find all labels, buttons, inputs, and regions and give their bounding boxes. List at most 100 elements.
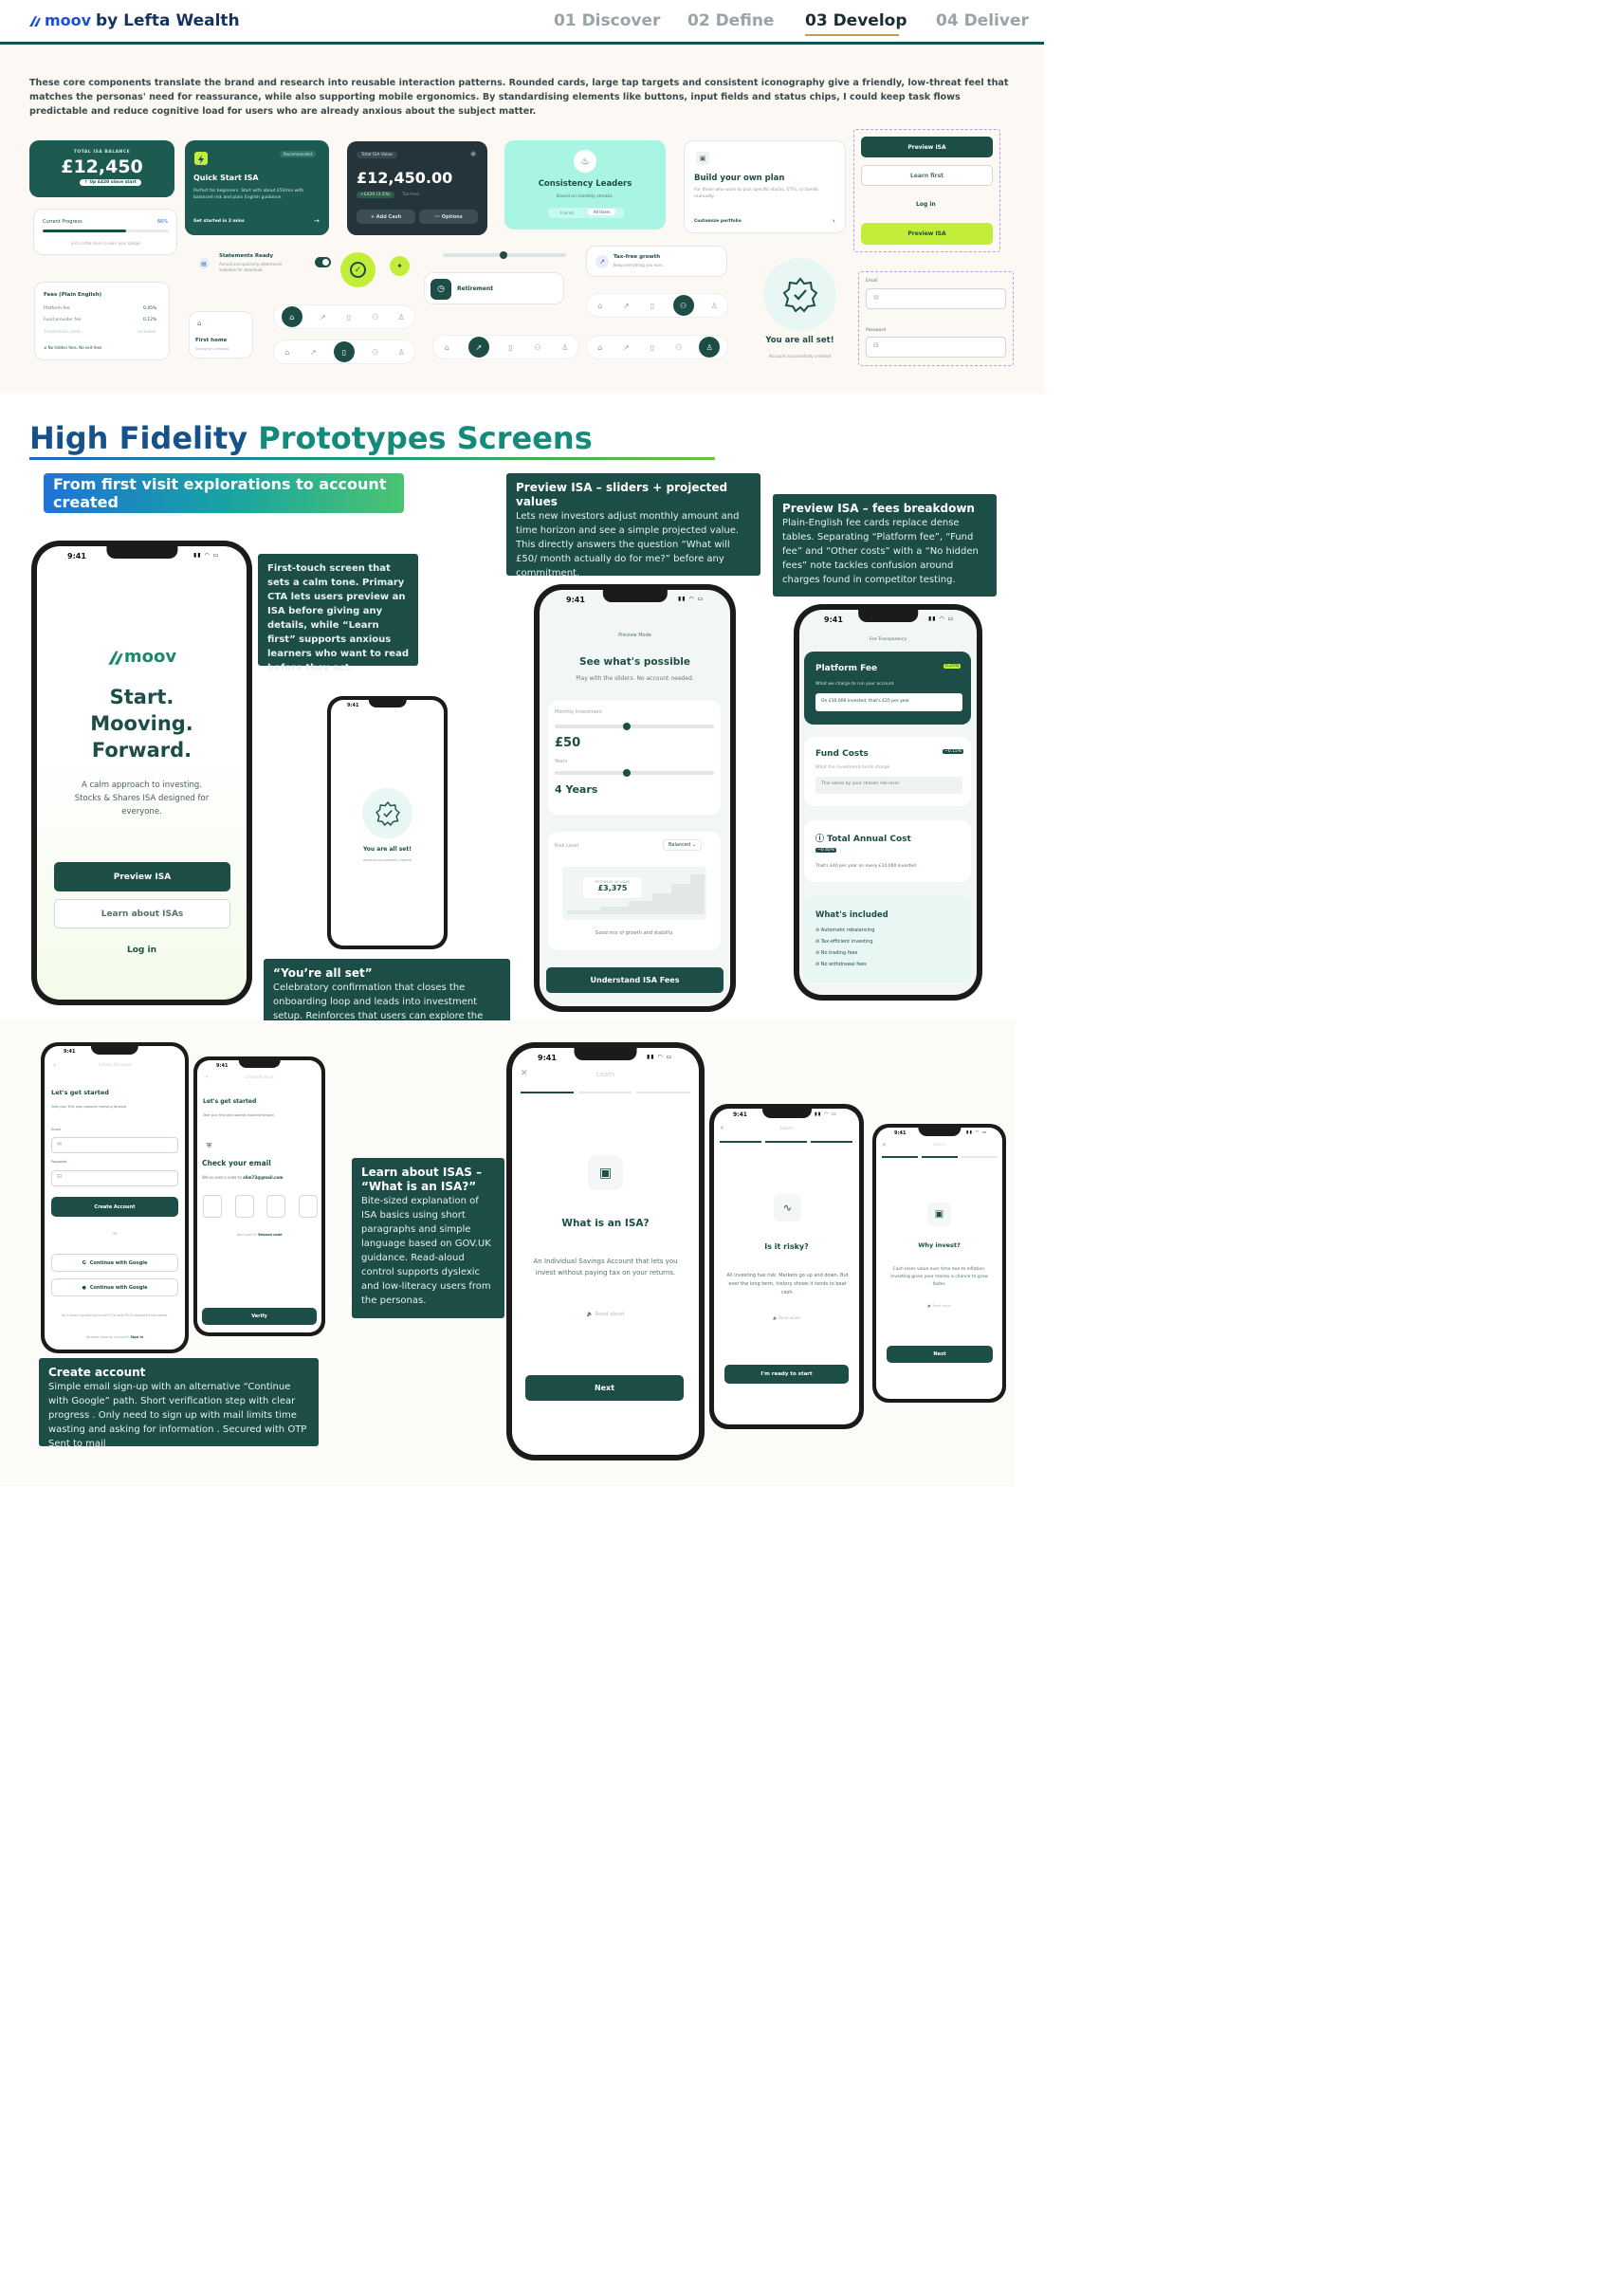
apple-button[interactable]: ●Continue with Google	[51, 1278, 178, 1296]
monthly-slider-thumb[interactable]	[622, 723, 631, 730]
years-slider-thumb[interactable]	[622, 769, 631, 777]
trend-icon[interactable]: ↗	[320, 312, 326, 321]
toggle-switch[interactable]	[315, 257, 331, 267]
tab-friends[interactable]: Friends	[560, 211, 575, 215]
brand-text: by Lefta Wealth	[96, 11, 240, 30]
create-title: Let's get started	[51, 1089, 109, 1096]
create-account-button[interactable]: Create Account	[51, 1197, 178, 1217]
eye-icon[interactable]: ◉	[470, 150, 477, 157]
taxfree-title: Tax-free growth	[614, 254, 661, 260]
people-icon[interactable]: ⚇	[672, 295, 694, 316]
people-icon[interactable]: ⚇	[674, 342, 683, 352]
home-icon[interactable]: ⌂	[444, 342, 449, 352]
learn-header: Learn	[933, 1143, 945, 1148]
learn-first-button[interactable]: Learn first	[861, 165, 993, 186]
book-icon[interactable]: ▯	[508, 342, 513, 352]
progress-step-1	[720, 1141, 761, 1143]
ready-button[interactable]: I'm ready to start	[724, 1365, 849, 1384]
password-field[interactable]: ⊟	[866, 337, 1006, 358]
understand-fees-button[interactable]: Understand ISA Fees	[546, 967, 724, 993]
quick-start-cta[interactable]: Get started in 2 mins	[193, 219, 245, 224]
tab-all-users[interactable]: All Users	[588, 209, 616, 215]
book-icon[interactable]: ▯	[650, 301, 655, 310]
slider-thumb[interactable]	[500, 251, 507, 259]
user-icon[interactable]: ♙	[710, 301, 718, 310]
resend-question: Don't get it?	[236, 1233, 258, 1237]
customize-portfolio-link[interactable]: Customize portfolio	[694, 219, 742, 224]
user-icon[interactable]: ♙	[561, 342, 569, 352]
otp-digit-4[interactable]	[299, 1195, 318, 1218]
user-icon[interactable]: ♙	[699, 337, 721, 358]
login-link[interactable]: Log in	[127, 946, 156, 955]
people-icon[interactable]: ⚇	[371, 312, 379, 321]
nav-discover[interactable]: 01 Discover	[554, 11, 661, 30]
read-aloud[interactable]: 🔈 Read aloud	[773, 1315, 800, 1320]
check-circle-button[interactable]: ✓	[340, 252, 376, 287]
otp-digit-1[interactable]	[203, 1195, 222, 1218]
trend-icon[interactable]: ↗	[467, 337, 489, 358]
home-icon[interactable]: ⌂	[597, 301, 603, 310]
home-icon[interactable]: ⌂	[281, 306, 302, 327]
risk-dropdown-value: Balanced	[669, 842, 691, 848]
resend-link[interactable]: Resend code	[258, 1233, 283, 1237]
user-icon[interactable]: ♙	[397, 312, 405, 321]
otp-digit-2[interactable]	[235, 1195, 254, 1218]
learn-about-isas-button[interactable]: Learn about ISAs	[54, 899, 230, 928]
section-title: High Fidelity Prototypes Screens	[29, 420, 593, 456]
book-icon[interactable]: ▯	[650, 342, 655, 352]
close-icon[interactable]: ✕	[882, 1142, 888, 1148]
monthly-slider[interactable]	[555, 725, 714, 728]
email-field[interactable]: ✉	[51, 1137, 178, 1153]
email-field[interactable]: ✉	[866, 288, 1006, 309]
headline-line: Start.	[109, 686, 174, 708]
home-icon[interactable]: ⌂	[284, 347, 290, 357]
trend-icon[interactable]: ↗	[623, 342, 630, 352]
user-icon[interactable]: ♙	[397, 347, 405, 357]
close-icon[interactable]: ✕	[521, 1069, 528, 1078]
back-icon[interactable]: ‹	[53, 1061, 56, 1069]
preview-isa-lime-button[interactable]: Preview ISA	[861, 223, 993, 245]
isa-balance-card[interactable]: TOTAL ISA BALANCE £12,450 ↑ Up £420 sinc…	[29, 140, 174, 197]
nav-develop[interactable]: 03 Develop	[805, 11, 907, 30]
book-icon[interactable]: ▯	[333, 341, 355, 362]
nav-define[interactable]: 02 Define	[687, 11, 775, 30]
sparkle-icon[interactable]: ✦	[390, 256, 410, 276]
taxfree-card[interactable]: ↗ Tax-free growth Keep everything you ea…	[586, 246, 727, 277]
success-sub: Account successfully created	[363, 858, 412, 862]
total-isa-card[interactable]: Total ISA Value ◉ £12,450.00 +£420 (3.5%…	[347, 141, 487, 235]
preview-isa-button[interactable]: Preview ISA	[54, 862, 230, 891]
first-home-card[interactable]: ⌂ First home Saving for a deposit.	[189, 311, 253, 358]
next-button[interactable]: Next	[525, 1375, 684, 1401]
read-aloud[interactable]: 🔈 Read aloud	[586, 1312, 625, 1317]
nav-deliver[interactable]: 04 Deliver	[936, 11, 1029, 30]
add-cash-button[interactable]: + Add Cash	[357, 210, 415, 224]
book-icon[interactable]: ▯	[346, 312, 352, 321]
options-button[interactable]: ··· Options	[419, 210, 478, 224]
people-icon[interactable]: ⚇	[371, 347, 379, 357]
otp-digit-3[interactable]	[266, 1195, 285, 1218]
retirement-card[interactable]: ◷ Retirement	[424, 272, 564, 304]
preview-isa-button[interactable]: Preview ISA	[861, 137, 993, 157]
login-link[interactable]: Log in	[916, 201, 936, 208]
consistency-card[interactable]: ♨ Consistency Leaders Based on monthly s…	[504, 140, 666, 230]
trend-icon[interactable]: ↗	[623, 301, 630, 310]
signin-link[interactable]: Sign in	[130, 1335, 144, 1339]
trend-icon[interactable]: ↗	[310, 347, 317, 357]
verify-button[interactable]: Verify	[202, 1308, 317, 1325]
moov-logo[interactable]: moov	[28, 11, 91, 29]
build-plan-card[interactable]: ▣ Build your own plan For those who want…	[684, 140, 846, 233]
password-field[interactable]: ⊟	[51, 1170, 178, 1186]
people-icon[interactable]: ⚇	[534, 342, 541, 352]
read-aloud[interactable]: 🔈 Read aloud	[926, 1304, 952, 1308]
next-button[interactable]: Next	[887, 1346, 993, 1363]
years-slider[interactable]	[555, 771, 714, 775]
leader-tabs	[548, 208, 624, 218]
back-icon[interactable]: ‹	[206, 1074, 209, 1080]
home-icon[interactable]: ⌂	[597, 342, 603, 352]
risk-dropdown[interactable]: Balanced ⌄	[663, 839, 702, 851]
quick-start-card[interactable]: Recommended Quick Start ISA Perfect for …	[185, 140, 329, 235]
included-item-text: No trading fees	[820, 950, 858, 956]
apple-button-label: Continue with Google	[89, 1284, 148, 1291]
close-icon[interactable]: ✕	[720, 1125, 725, 1131]
